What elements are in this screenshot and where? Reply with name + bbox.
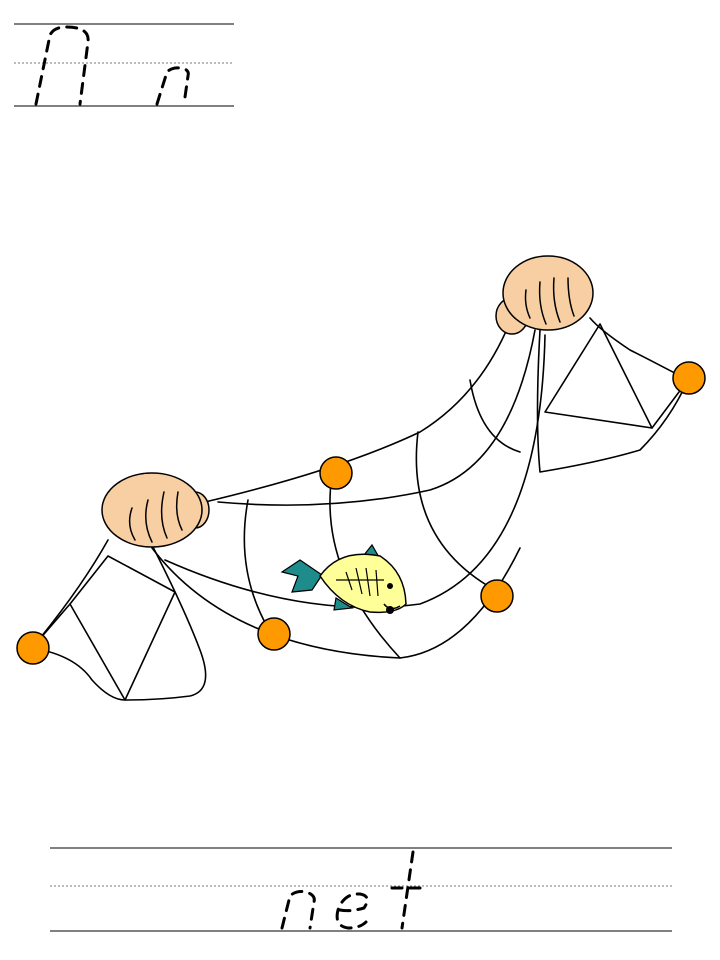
word-practice bbox=[50, 847, 672, 932]
net-illustration bbox=[16, 255, 706, 701]
float-bottom-left bbox=[257, 617, 291, 651]
fish-eye bbox=[387, 583, 393, 589]
fish-bottom-fin bbox=[333, 597, 354, 611]
float-right-corner bbox=[672, 361, 706, 395]
left-net-corner bbox=[31, 539, 207, 701]
right-net-corner bbox=[536, 317, 689, 473]
float-top-middle bbox=[319, 456, 353, 490]
word-net-trace bbox=[280, 850, 424, 930]
fish-lip bbox=[386, 606, 394, 614]
fish bbox=[280, 543, 407, 614]
fish-body bbox=[319, 553, 407, 614]
float-bottom-right bbox=[480, 579, 514, 613]
fish-bones bbox=[336, 567, 384, 597]
float-left-corner bbox=[16, 631, 50, 665]
fish-tail bbox=[280, 559, 323, 593]
net-floats bbox=[16, 361, 706, 665]
uppercase-n-trace bbox=[34, 25, 90, 106]
right-hand bbox=[495, 255, 594, 335]
left-hand bbox=[101, 472, 210, 548]
main-net-body bbox=[151, 321, 546, 659]
lowercase-n-trace bbox=[155, 66, 190, 106]
letter-practice bbox=[14, 23, 234, 107]
